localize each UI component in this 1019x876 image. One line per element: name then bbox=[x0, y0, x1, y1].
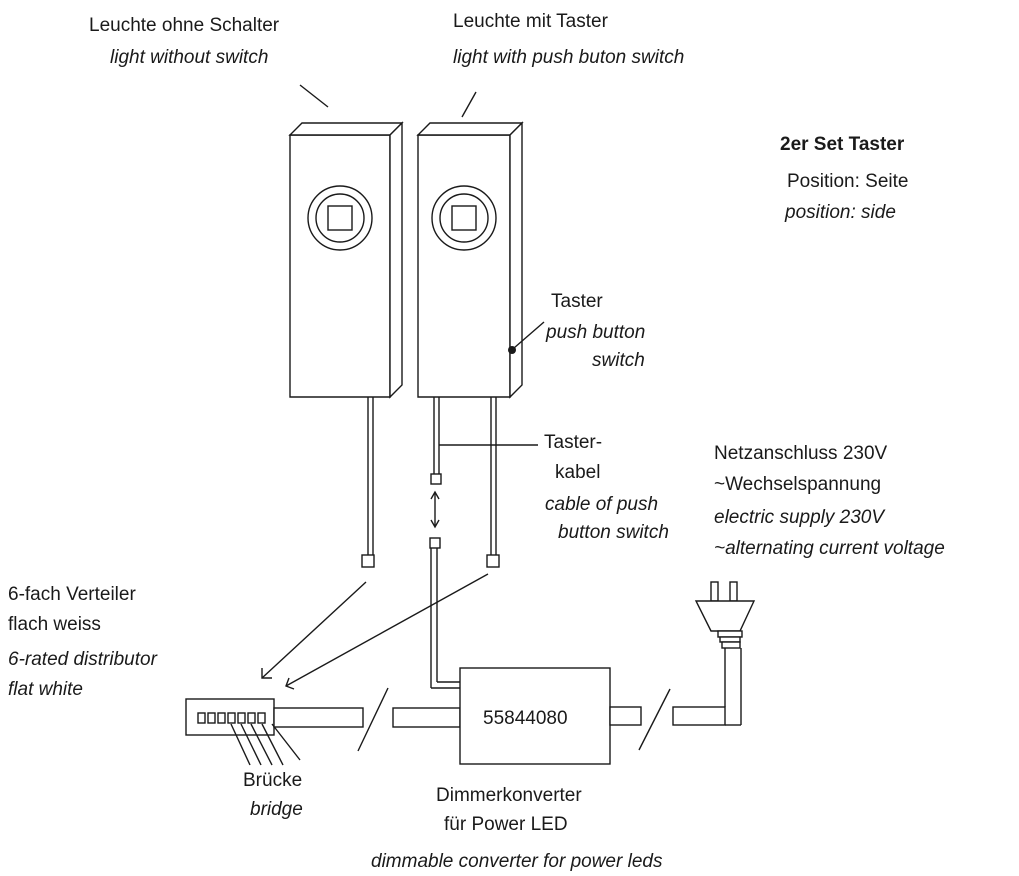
light-with-push-button bbox=[416, 91, 545, 689]
light-with-switch-label-en: light with push buton switch bbox=[453, 47, 684, 68]
mains-label-en-2: ~alternating current voltage bbox=[714, 538, 945, 559]
cable-label-en-1: cable of push bbox=[545, 494, 658, 515]
light-without-switch-label: Leuchte ohne Schalter bbox=[89, 15, 280, 36]
cable-label-1: Taster- bbox=[544, 432, 602, 453]
set-title: 2er Set Taster bbox=[780, 134, 905, 155]
distributor-label-1: 6-fach Verteiler bbox=[8, 584, 136, 605]
converter bbox=[357, 648, 742, 765]
mains-label-2: ~Wechselspannung bbox=[714, 474, 881, 495]
connection-arrows bbox=[261, 573, 489, 690]
light-without-switch-label-en: light without switch bbox=[110, 47, 268, 68]
distributor-label-en-2: flat white bbox=[8, 679, 83, 700]
position-label: Position: Seite bbox=[787, 171, 908, 192]
distributor-label-en-1: 6-rated distributor bbox=[8, 649, 158, 670]
push-button-label: Taster bbox=[551, 291, 603, 312]
cable-label-2: kabel bbox=[555, 462, 600, 483]
push-button-label-en-1: push button bbox=[545, 322, 645, 343]
mains-plug-icon bbox=[694, 581, 756, 649]
distributor-label-2: flach weiss bbox=[8, 614, 101, 635]
converter-label-2: für Power LED bbox=[444, 814, 568, 835]
distributor bbox=[185, 698, 364, 766]
position-label-en: position: side bbox=[784, 202, 896, 223]
cable-label-en-2: button switch bbox=[558, 522, 669, 543]
mains-label-en-1: electric supply 230V bbox=[714, 507, 886, 528]
light-with-switch-label: Leuchte mit Taster bbox=[453, 11, 609, 32]
bridge-label-en: bridge bbox=[250, 799, 303, 820]
converter-code: 55844080 bbox=[483, 708, 568, 729]
converter-label-1: Dimmerkonverter bbox=[436, 785, 582, 806]
bridge-label: Brücke bbox=[243, 770, 302, 791]
converter-label-en: dimmable converter for power leds bbox=[371, 851, 663, 872]
light-without-switch bbox=[288, 84, 404, 568]
mains-label-1: Netzanschluss 230V bbox=[714, 443, 888, 464]
push-button-label-en-2: switch bbox=[592, 350, 645, 371]
